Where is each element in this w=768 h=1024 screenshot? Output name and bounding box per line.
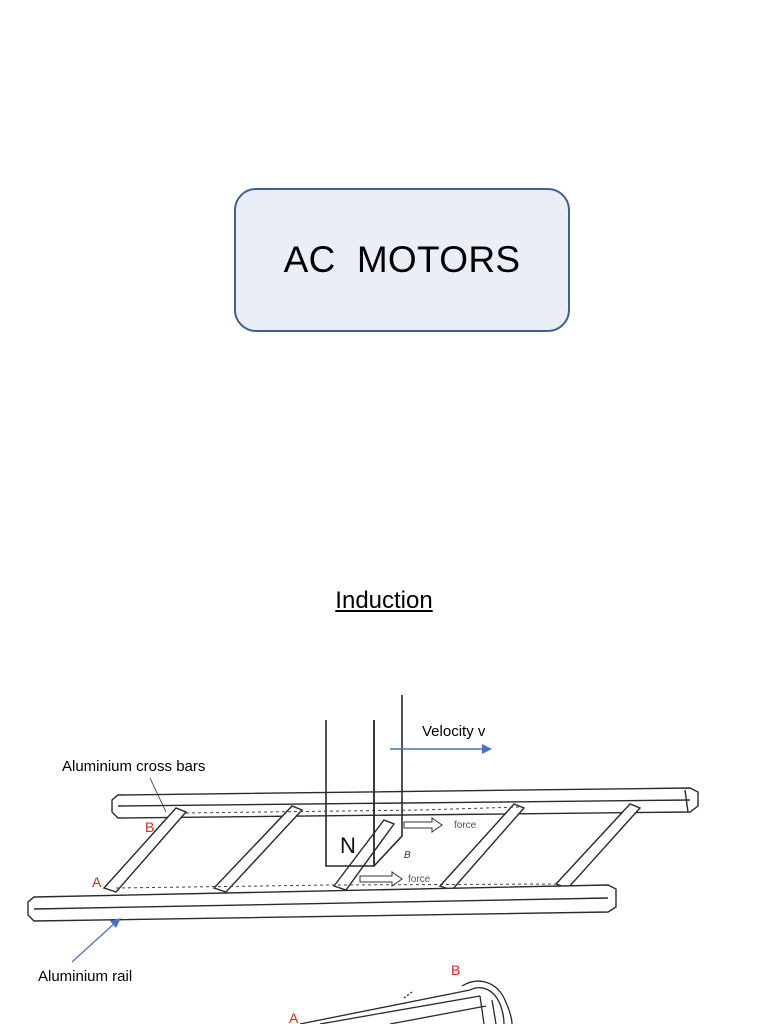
cross-bars-leader [149, 777, 167, 813]
rotor-cage [299, 980, 513, 1024]
cross-bar [102, 807, 188, 893]
field-b-label: B [404, 850, 411, 861]
cross-bar [332, 819, 396, 891]
cross-bar [554, 803, 642, 889]
rail-pointer-arrow [71, 918, 121, 963]
front-rail [27, 884, 617, 922]
force-arrow-top [403, 817, 443, 833]
magnet-pole-label: N [340, 833, 356, 858]
magnet [325, 695, 403, 867]
cage-b-label: B [451, 962, 460, 978]
slide-title: AC MOTORS [283, 239, 521, 280]
velocity-label: Velocity v [422, 723, 486, 740]
current-path [115, 806, 561, 889]
point-a-label: A [92, 874, 102, 890]
cross-bars-label: Aluminium cross bars [62, 758, 205, 775]
point-b-label: B [145, 819, 154, 835]
section-heading: Induction [335, 587, 433, 614]
rail-label: Aluminium rail [38, 968, 132, 985]
velocity-arrow [390, 744, 492, 754]
cross-bars [102, 803, 642, 893]
back-rail [111, 787, 699, 819]
cross-bar [212, 805, 304, 893]
force-label-bottom: force [408, 874, 431, 885]
force-label-top: force [454, 820, 477, 831]
cross-bar [438, 803, 526, 891]
title-box: AC MOTORS [234, 188, 570, 332]
force-arrow-bottom [359, 871, 403, 887]
cage-a-label: A [289, 1010, 299, 1024]
